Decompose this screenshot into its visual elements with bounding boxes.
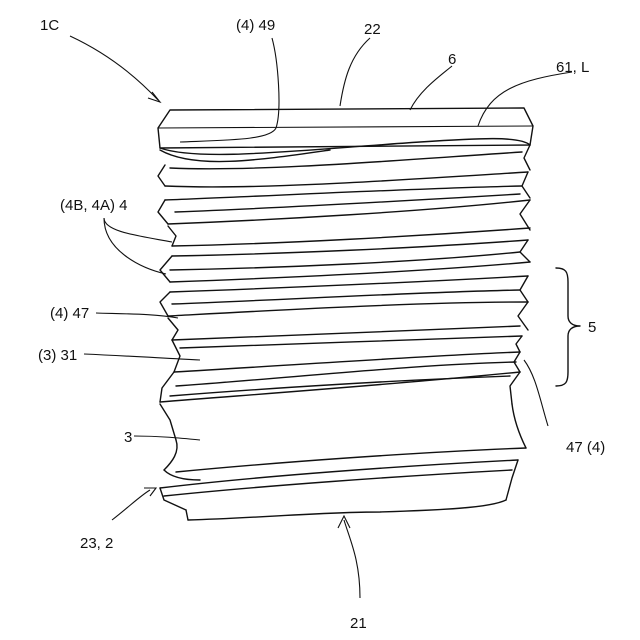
top-face [158,108,533,148]
label-top-face: 6 [448,51,456,68]
thread-bands [158,139,530,520]
label-bottom-edge: 21 [350,615,367,632]
label-side-mark: 61, L [556,59,589,76]
label-body: 3 [124,429,132,446]
bottom-edge [188,500,506,520]
label-bracket: 5 [588,319,596,336]
bracket-5 [556,268,580,386]
label-thread-tip: (4) 49 [236,17,275,34]
label-left-crest: (4) 47 [50,305,89,322]
label-left-flank: (3) 31 [38,347,77,364]
label-bottom-corner: 23, 2 [80,535,113,552]
label-assembly: 1C [40,17,59,34]
label-upper-thread: (4B, 4A) 4 [60,197,128,214]
label-right-crest: 47 (4) [566,439,605,456]
label-top-edge: 22 [364,21,381,38]
